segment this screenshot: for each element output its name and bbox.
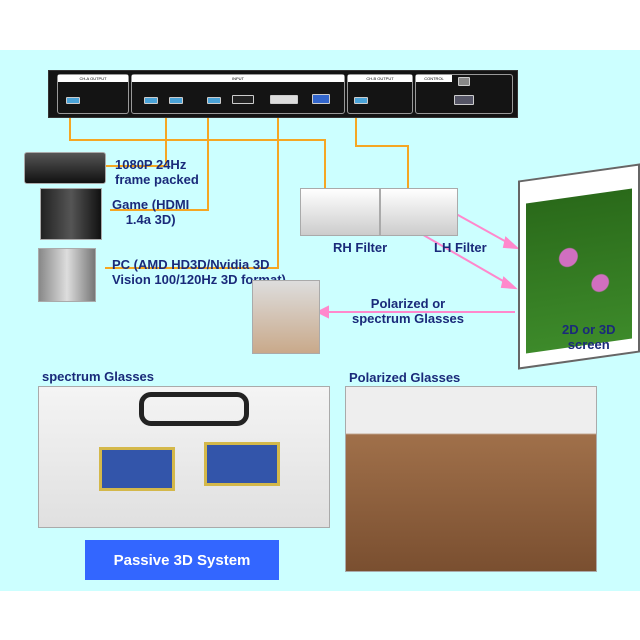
game-console-image [40, 188, 102, 240]
input-section: INPUT [131, 74, 345, 114]
dvi-port [270, 95, 298, 104]
cable-game [110, 118, 209, 211]
switch-device-rear-panel: CH-A OUTPUT INPUT CH-B OUTPUT CONTROL [48, 70, 518, 118]
pc-image [38, 248, 96, 302]
hdmi-port [144, 97, 158, 104]
screen-label: 2D or 3D screen [562, 322, 616, 352]
glasses-case [99, 447, 175, 491]
source-label-bluray: 1080P 24Hz frame packed [115, 157, 199, 187]
ch-a-label: CH-A OUTPUT [58, 75, 128, 82]
ch-a-output-section: CH-A OUTPUT [57, 74, 129, 114]
ch-b-label: CH-B OUTPUT [348, 75, 412, 82]
cable-ch-b-to-lh-projector [355, 118, 409, 196]
lh-projector-image [380, 188, 458, 236]
hdmi-port [66, 97, 80, 104]
control-section: CONTROL [415, 74, 513, 114]
passive-3d-system-button[interactable]: Passive 3D System [85, 540, 279, 580]
viewer-with-glasses-image [252, 280, 320, 354]
rh-filter-label: RH Filter [333, 240, 388, 255]
arrowhead [315, 305, 329, 319]
rs232-port [454, 95, 474, 105]
control-label: CONTROL [416, 75, 452, 82]
spectrum-glasses-title: spectrum Glasses [42, 369, 155, 384]
glasses [139, 392, 249, 426]
glasses-label: Polarized or spectrum Glasses [352, 296, 465, 326]
lh-filter-label: LH Filter [434, 240, 487, 255]
cable-pc [105, 118, 279, 269]
cable-bluray [105, 118, 167, 167]
rh-projector-image [300, 188, 380, 236]
hdmi-port [207, 97, 221, 104]
hdmi-port [169, 97, 183, 104]
ch-b-output-section: CH-B OUTPUT [347, 74, 413, 114]
hdmi-port [354, 97, 368, 104]
cable-ch-a-to-rh-projector [69, 118, 326, 196]
glasses-case [204, 442, 280, 486]
arrowhead [502, 236, 520, 250]
spectrum-glasses-photo [38, 386, 330, 528]
arrowhead [500, 276, 518, 290]
bluray-player-image [24, 152, 106, 184]
polarized-glasses-title: Polarized Glasses [349, 370, 461, 385]
displayport-port [232, 95, 254, 104]
polarized-glasses-photo [345, 386, 597, 572]
ethernet-port [458, 77, 470, 86]
input-label: INPUT [132, 75, 344, 82]
vga-port [312, 94, 330, 104]
source-label-game: Game (HDMI 1.4a 3D) [112, 197, 190, 227]
